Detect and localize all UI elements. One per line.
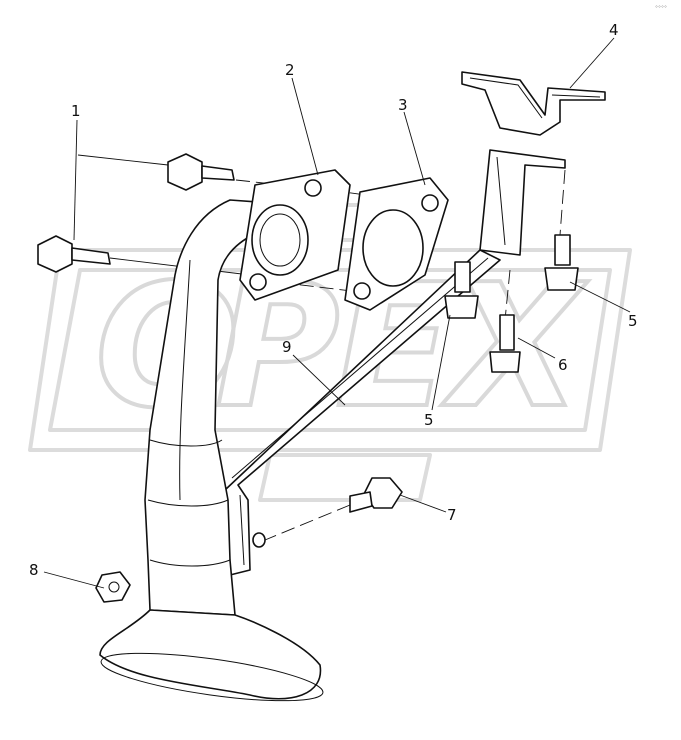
callout-2: 2 xyxy=(285,61,295,79)
callout-5b: 5 xyxy=(424,411,434,429)
mounting-bracket-part xyxy=(461,71,606,256)
callout-3: 3 xyxy=(398,96,408,114)
leader-lines xyxy=(43,37,631,589)
strap-bolt-part xyxy=(349,477,403,513)
callout-6: 6 xyxy=(558,356,568,374)
callouts: 1 2 3 4 5 6 5 7 8 9 xyxy=(29,21,638,579)
flange-bolt-lower-part xyxy=(444,261,479,319)
callout-5a: 5 xyxy=(628,312,638,330)
callout-7: 7 xyxy=(447,506,457,524)
corner-mark: °°°° xyxy=(655,5,667,12)
bolt-upper-part xyxy=(167,153,235,191)
callout-1: 1 xyxy=(71,102,81,120)
callout-8: 8 xyxy=(29,561,39,579)
flange-nut-part xyxy=(95,571,131,603)
flange-bolt-right-part xyxy=(544,234,579,291)
bracket-bolt-part xyxy=(489,314,521,373)
oil-pickup-tube-part xyxy=(99,169,351,702)
gasket-part xyxy=(344,177,449,311)
watermark-frame xyxy=(28,248,632,452)
callout-4: 4 xyxy=(609,21,619,39)
watermark-bottom-mark xyxy=(258,453,432,502)
callout-9: 9 xyxy=(282,338,292,356)
bolt-lower-part xyxy=(37,235,111,273)
